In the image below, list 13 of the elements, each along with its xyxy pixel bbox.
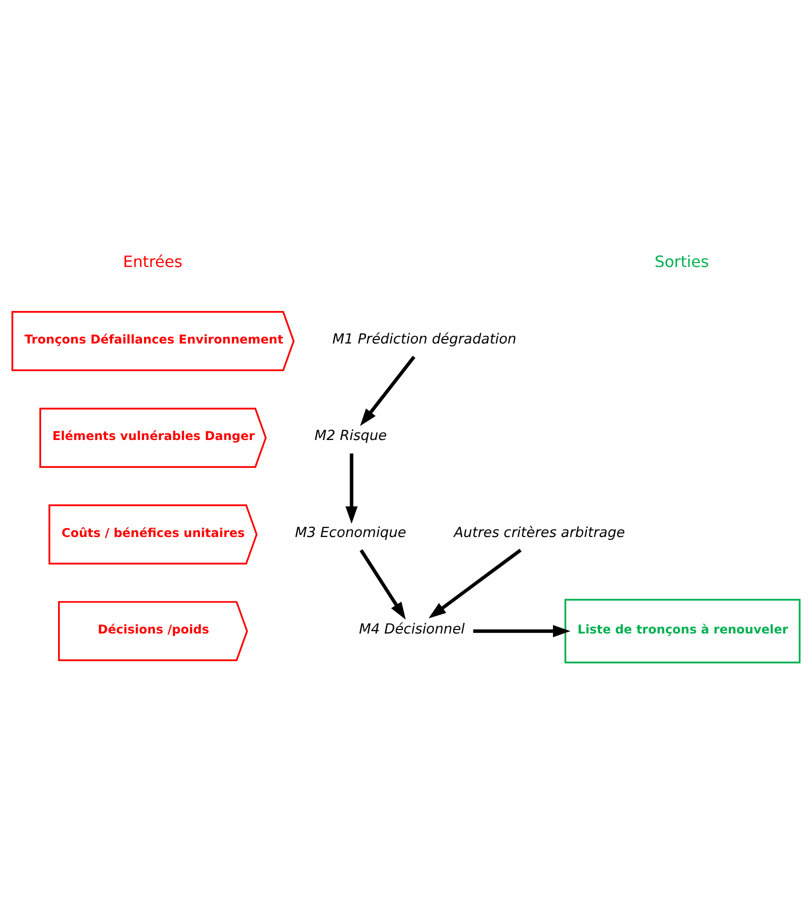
node-text: Autres critères arbitrage — [454, 524, 625, 541]
arrow — [360, 549, 406, 620]
node-text: M4 Décisionnel — [358, 622, 465, 638]
arrow — [473, 625, 570, 638]
label: Sorties — [654, 252, 709, 271]
node-text: M1 Prédiction dégradation — [332, 332, 516, 348]
node-text: M3 Economique — [294, 524, 406, 541]
label: Entrées — [122, 252, 182, 271]
arrow — [360, 356, 416, 426]
arrow — [428, 548, 522, 618]
node-box: Liste de tronçons à renouveler — [564, 598, 801, 664]
arrow — [345, 453, 358, 524]
node-text: M2 Risque — [314, 428, 387, 444]
